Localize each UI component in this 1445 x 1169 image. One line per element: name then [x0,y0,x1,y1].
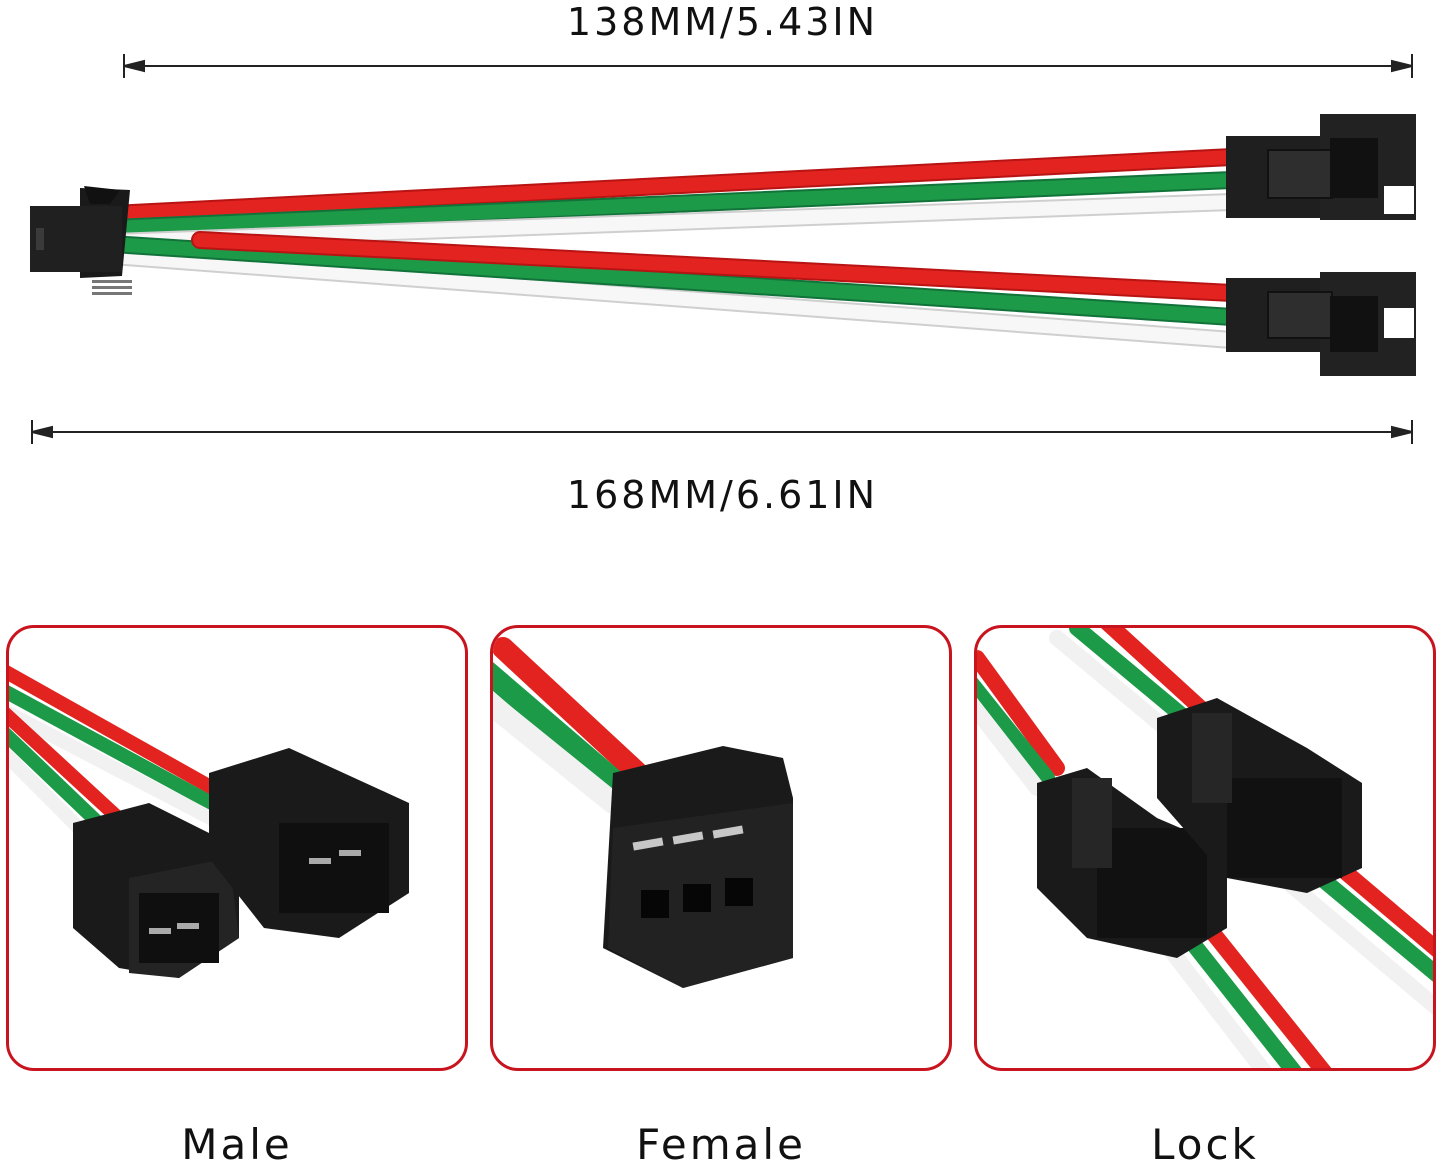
male-connector-photo [9,665,409,978]
lock-plug-front [1037,768,1227,958]
male-plug-back [209,748,409,938]
female-caption: Female [636,1120,806,1169]
male-panel [6,625,468,1071]
female-connector-photo [493,637,793,988]
lock-plug-back [1157,698,1362,893]
lock-connector-photo [977,628,1433,1068]
bottom-dimension-label: 168MM/6.61IN [566,473,879,517]
female-panel [490,625,952,1071]
top-dimension-label: 138MM/5.43IN [566,0,879,44]
male-caption: Male [181,1120,293,1169]
male-plug-front [73,803,239,978]
lock-caption: Lock [1151,1120,1259,1169]
male-connector-icon [30,186,132,295]
female-plug [603,746,793,988]
splitter-cable [103,148,1241,349]
female-connector-icon-upper [1226,114,1416,220]
female-connector-icon-lower [1226,272,1416,376]
lock-panel [974,625,1436,1071]
